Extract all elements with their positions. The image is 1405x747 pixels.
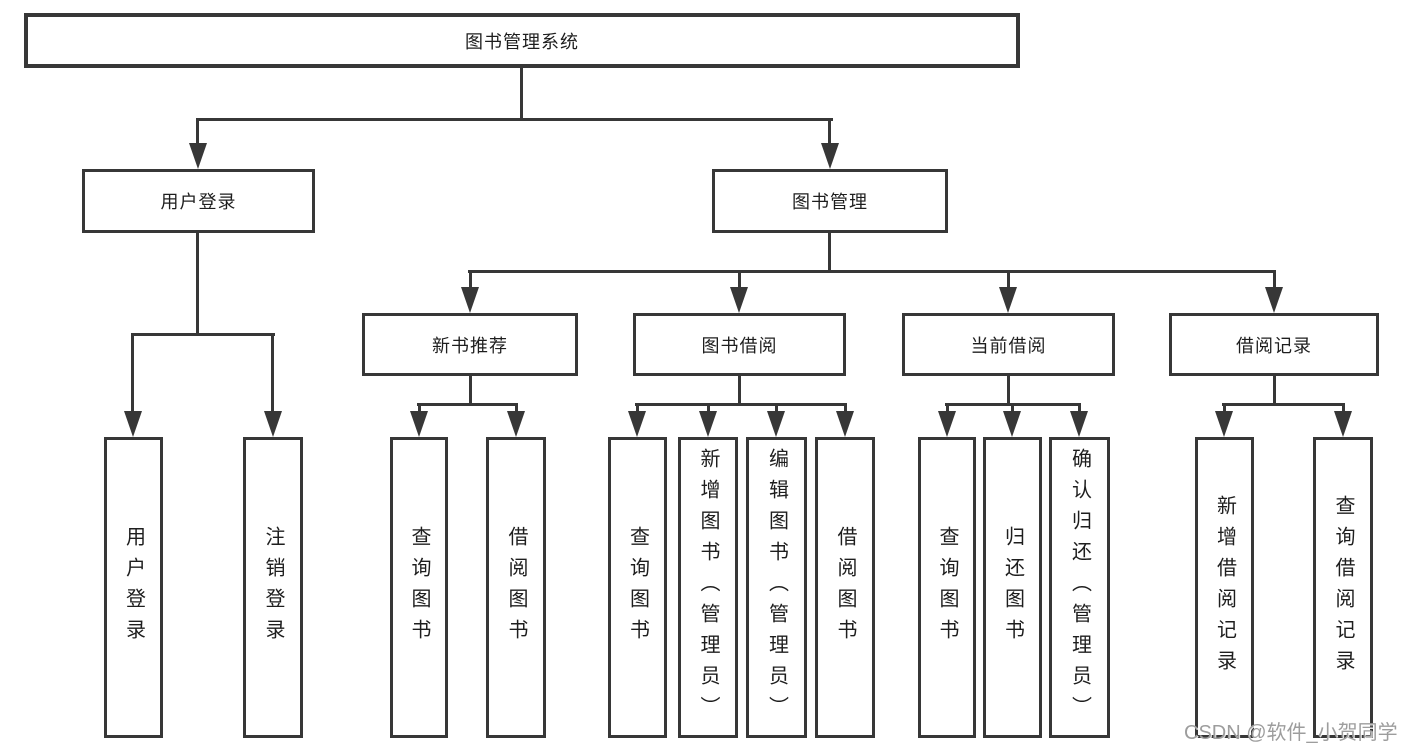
node-leaf-query-books-borrow: 查询图书 — [608, 437, 667, 738]
connector-line — [738, 270, 741, 289]
node-leaf-query-borrow-record: 查询借阅记录 — [1313, 437, 1373, 738]
arrow-down-icon — [507, 411, 525, 437]
node-leaf-add-books-admin: 新增图书（管理员） — [678, 437, 738, 738]
connector-line — [1007, 270, 1010, 289]
connector-line — [738, 376, 741, 405]
arrow-down-icon — [461, 287, 479, 313]
node-book-borrow: 图书借阅 — [633, 313, 846, 376]
connector-line — [775, 403, 778, 415]
connector-line — [1007, 376, 1010, 405]
arrow-down-icon — [821, 143, 839, 169]
node-label: 查询图书 — [626, 525, 649, 650]
arrow-down-icon — [730, 287, 748, 313]
connector-line — [1222, 403, 1345, 406]
connector-line — [1342, 403, 1345, 415]
connector-line — [196, 118, 833, 121]
node-label: 图书管理系统 — [465, 31, 579, 52]
arrow-down-icon — [189, 143, 207, 169]
node-label: 新书推荐 — [432, 335, 508, 356]
arrow-down-icon — [1334, 411, 1352, 437]
connector-line — [131, 333, 134, 413]
node-label: 新增借阅记录 — [1213, 494, 1236, 681]
connector-line — [520, 68, 523, 120]
arrow-down-icon — [1265, 287, 1283, 313]
connector-line — [1011, 403, 1014, 415]
connector-line — [469, 376, 472, 405]
arrow-down-icon — [410, 411, 428, 437]
arrow-down-icon — [767, 411, 785, 437]
connector-line — [469, 270, 472, 289]
arrow-down-icon — [1215, 411, 1233, 437]
arrow-down-icon — [264, 411, 282, 437]
connector-line — [1273, 376, 1276, 405]
node-library-management-system: 图书管理系统 — [24, 13, 1020, 68]
node-label: 新增图书（管理员） — [697, 448, 719, 727]
connector-line — [271, 333, 274, 413]
node-label: 图书借阅 — [701, 335, 778, 356]
node-book-management: 图书管理 — [712, 169, 948, 233]
node-leaf-user-login: 用户登录 — [104, 437, 163, 738]
connector-line — [196, 118, 199, 146]
node-label: 确认归还（管理员） — [1068, 448, 1091, 727]
arrow-down-icon — [999, 287, 1017, 313]
node-label: 借阅图书 — [834, 525, 856, 650]
connector-line — [828, 118, 831, 146]
connector-line — [946, 403, 949, 415]
node-label: 借阅记录 — [1236, 335, 1312, 356]
arrow-down-icon — [628, 411, 646, 437]
node-leaf-return-books: 归还图书 — [983, 437, 1042, 738]
arrow-down-icon — [124, 411, 142, 437]
node-label: 图书管理 — [792, 192, 868, 212]
node-label: 借阅图书 — [505, 525, 527, 650]
node-label: 查询借阅记录 — [1332, 494, 1354, 681]
node-leaf-borrow-books-recommend: 借阅图书 — [486, 437, 546, 738]
node-label: 归还图书 — [1001, 525, 1024, 650]
node-leaf-confirm-return-admin: 确认归还（管理员） — [1049, 437, 1110, 738]
connector-line — [417, 403, 518, 406]
connector-line — [1223, 403, 1226, 415]
node-leaf-edit-books-admin: 编辑图书（管理员） — [746, 437, 807, 738]
arrow-down-icon — [836, 411, 854, 437]
connector-line — [131, 333, 275, 336]
node-label: 查询图书 — [408, 525, 430, 650]
connector-line — [515, 403, 518, 415]
node-leaf-borrow-books: 借阅图书 — [815, 437, 875, 738]
node-label: 编辑图书（管理员） — [765, 448, 788, 727]
arrow-down-icon — [938, 411, 956, 437]
csdn-watermark: CSDN @软件_小贺同学 — [1184, 722, 1398, 744]
node-label: 用户登录 — [160, 192, 237, 212]
node-leaf-query-books-recommend: 查询图书 — [390, 437, 448, 738]
connector-line — [468, 270, 1276, 273]
arrow-down-icon — [699, 411, 717, 437]
connector-line — [707, 403, 710, 415]
connector-line — [1078, 403, 1081, 415]
arrow-down-icon — [1070, 411, 1088, 437]
connector-line — [418, 403, 421, 415]
node-new-book-recommend: 新书推荐 — [362, 313, 578, 376]
arrow-down-icon — [1003, 411, 1021, 437]
connector-line — [1273, 270, 1276, 289]
connector-line — [636, 403, 639, 415]
connector-line — [635, 403, 847, 406]
node-label: 注销登录 — [262, 525, 284, 650]
node-leaf-add-borrow-record: 新增借阅记录 — [1195, 437, 1254, 738]
node-leaf-logout: 注销登录 — [243, 437, 303, 738]
node-label: 用户登录 — [122, 525, 145, 650]
connector-line — [844, 403, 847, 415]
node-leaf-query-books-current: 查询图书 — [918, 437, 976, 738]
node-label: 当前借阅 — [970, 335, 1047, 356]
node-borrow-records: 借阅记录 — [1169, 313, 1379, 376]
node-current-borrow: 当前借阅 — [902, 313, 1115, 376]
connector-line — [196, 233, 199, 335]
connector-line — [828, 233, 831, 272]
node-label: 查询图书 — [936, 525, 958, 650]
node-user-login: 用户登录 — [82, 169, 315, 233]
